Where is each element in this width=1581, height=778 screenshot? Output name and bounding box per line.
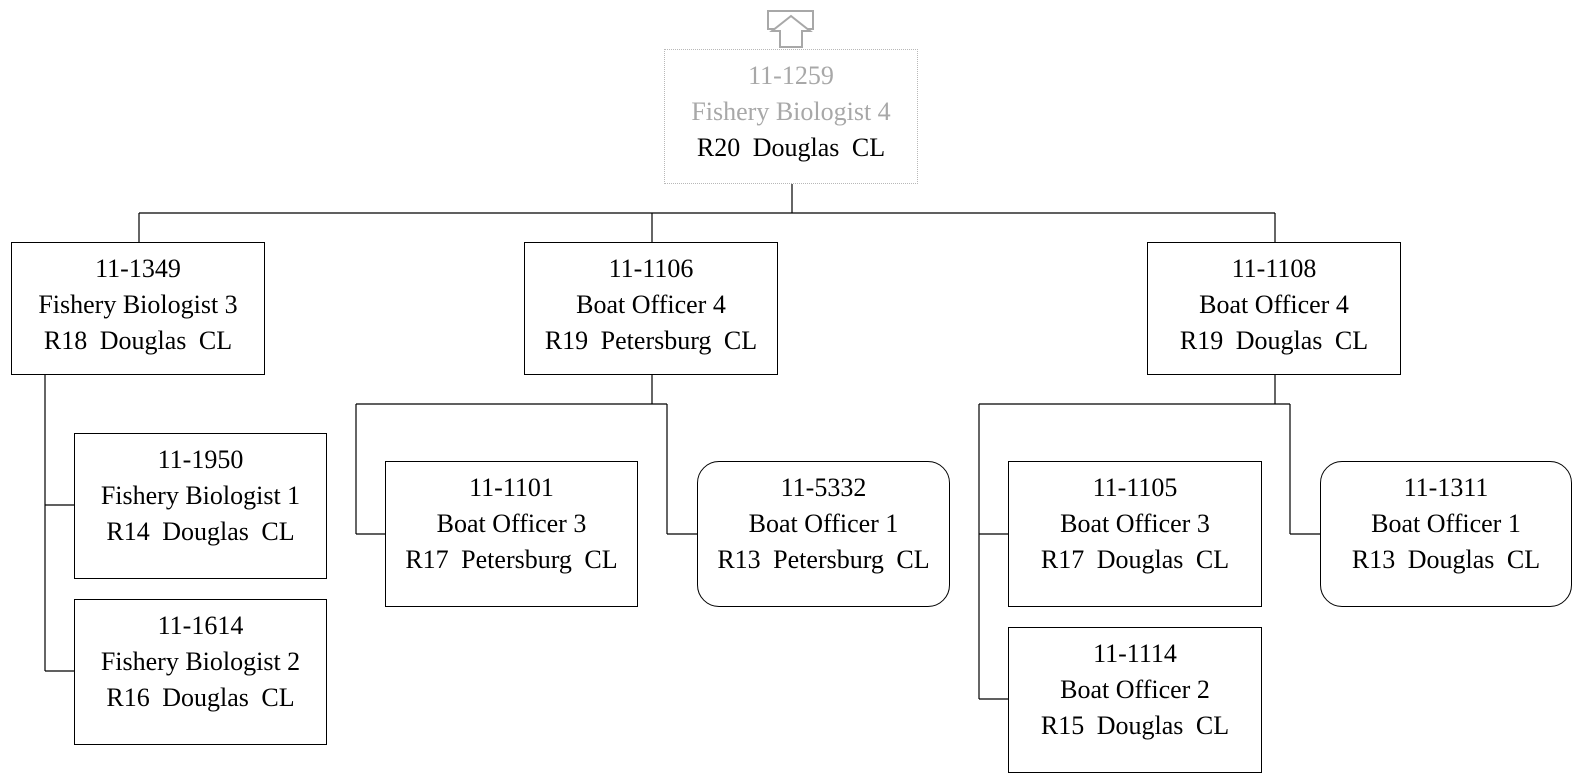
org-node-11-1114[interactable]: 11-1114 Boat Officer 2 R15 Douglas CL bbox=[1008, 627, 1262, 773]
node-id: 11-1259 bbox=[748, 61, 834, 90]
org-node-11-1950[interactable]: 11-1950 Fishery Biologist 1 R14 Douglas … bbox=[74, 433, 327, 579]
org-node-11-1614[interactable]: 11-1614 Fishery Biologist 2 R16 Douglas … bbox=[74, 599, 327, 745]
node-details: R19 Douglas CL bbox=[1179, 326, 1369, 355]
node-title: Boat Officer 1 bbox=[748, 509, 899, 538]
node-title: Fishery Biologist 1 bbox=[100, 481, 301, 510]
node-title: Boat Officer 3 bbox=[436, 509, 587, 538]
node-details: R16 Douglas CL bbox=[106, 683, 295, 712]
node-id: 11-1101 bbox=[469, 473, 554, 502]
org-node-11-1108[interactable]: 11-1108 Boat Officer 4 R19 Douglas CL bbox=[1147, 242, 1401, 375]
org-node-11-1349[interactable]: 11-1349 Fishery Biologist 3 R18 Douglas … bbox=[11, 242, 265, 375]
node-details: R17 Douglas CL bbox=[1040, 545, 1230, 574]
node-title: Boat Officer 2 bbox=[1060, 675, 1210, 704]
node-id: 11-1114 bbox=[1093, 639, 1177, 668]
node-title: Fishery Biologist 4 bbox=[691, 97, 891, 126]
node-title: Fishery Biologist 2 bbox=[100, 647, 301, 676]
org-node-11-1101[interactable]: 11-1101 Boat Officer 3 R17 Petersburg CL bbox=[385, 461, 638, 607]
node-title: Boat Officer 4 bbox=[576, 290, 726, 319]
node-details: R13 Douglas CL bbox=[1351, 545, 1541, 574]
node-details: R13 Petersburg CL bbox=[717, 545, 930, 574]
node-title: Boat Officer 3 bbox=[1060, 509, 1210, 538]
org-node-11-1106[interactable]: 11-1106 Boat Officer 4 R19 Petersburg CL bbox=[524, 242, 778, 375]
node-id: 11-1349 bbox=[95, 254, 181, 283]
node-id: 11-1108 bbox=[1231, 254, 1317, 283]
node-id: 11-1311 bbox=[1403, 473, 1489, 502]
org-node-root[interactable]: 11-1259 Fishery Biologist 4 R20 Douglas … bbox=[664, 49, 918, 184]
node-id: 11-1105 bbox=[1092, 473, 1178, 502]
org-node-11-1105[interactable]: 11-1105 Boat Officer 3 R17 Douglas CL bbox=[1008, 461, 1262, 607]
node-title: Fishery Biologist 3 bbox=[38, 290, 238, 319]
node-details: R17 Petersburg CL bbox=[405, 545, 618, 574]
up-arrow-icon[interactable] bbox=[767, 10, 814, 48]
node-details: R19 Petersburg CL bbox=[544, 326, 758, 355]
node-id: 11-1950 bbox=[157, 445, 244, 474]
node-title: Boat Officer 1 bbox=[1371, 509, 1521, 538]
node-title: Boat Officer 4 bbox=[1199, 290, 1349, 319]
node-id: 11-1106 bbox=[608, 254, 694, 283]
node-details: R20 Douglas CL bbox=[696, 133, 886, 162]
node-id: 11-1614 bbox=[157, 611, 244, 640]
org-node-11-5332[interactable]: 11-5332 Boat Officer 1 R13 Petersburg CL bbox=[697, 461, 950, 607]
node-details: R18 Douglas CL bbox=[43, 326, 233, 355]
node-id: 11-5332 bbox=[780, 473, 867, 502]
org-node-11-1311[interactable]: 11-1311 Boat Officer 1 R13 Douglas CL bbox=[1320, 461, 1572, 607]
node-details: R14 Douglas CL bbox=[106, 517, 295, 546]
node-details: R15 Douglas CL bbox=[1040, 711, 1230, 740]
